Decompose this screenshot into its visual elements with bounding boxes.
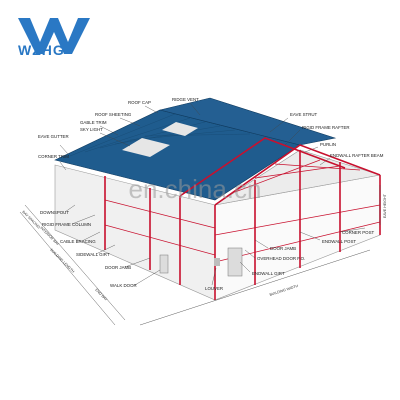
roof-back	[159, 97, 337, 146]
watermark-text: en.china.cn	[129, 174, 262, 204]
label-rigid-frame-rafter: RIGID FRAME RAFTER	[302, 125, 350, 130]
louver	[214, 258, 220, 266]
label-endwall-rafter-beam: ENDWALL RAFTER BEAM	[330, 153, 384, 158]
dim-eave-height: EAVE HEIGHT	[383, 193, 387, 218]
brand-logo-mark-icon	[18, 18, 90, 54]
label-sidewall-girt: SIDEWALL GIRT	[76, 252, 110, 257]
skylight	[162, 122, 198, 136]
label-downspout: DOWNSPOUT	[40, 210, 69, 215]
label-eave-strut: EAVE STRUT	[290, 112, 318, 117]
label-overhead-door: OVERHEAD DOOR F.O.	[257, 256, 305, 261]
overhead-door	[227, 247, 243, 277]
brand-logo-text: WZHG	[18, 42, 65, 58]
building-structure	[54, 97, 381, 301]
dim-end-bay: END BAY	[94, 288, 108, 302]
label-sky-light: SKY LIGHT	[80, 127, 103, 132]
label-endwall-girt: ENDWALL GIRT	[252, 271, 285, 276]
label-ridge-vent: RIDGE VENT	[172, 97, 199, 102]
dim-building-length: BUILDING LENGTH	[49, 248, 75, 274]
label-door-jamb: DOOR JAMB	[105, 265, 131, 270]
dim-building-width: BUILDING WIDTH	[269, 284, 299, 297]
label-corner-trim: CORNER TRIM	[38, 154, 69, 159]
label-roof-cap: ROOF CAP	[128, 100, 151, 105]
label-rigid-frame-column: RIGID FRAME COLUMN	[42, 222, 91, 227]
label-gable-trim: GABLE TRIM	[80, 120, 107, 125]
label-door-jamb-2: DOOR JAMB	[270, 246, 296, 251]
label-corner-post: CORNER POST	[342, 230, 375, 235]
walk-door	[159, 254, 169, 274]
label-purlin: PURLIN	[320, 142, 336, 147]
label-endwall-post: ENDWALL POST	[322, 239, 356, 244]
label-walk-door: WALK DOOR	[110, 283, 137, 288]
label-cable-bracing: CABLE BRACING	[60, 239, 96, 244]
label-roof-sheeting: ROOF SHEETING	[95, 112, 132, 117]
label-louver: LOUVER	[205, 286, 223, 291]
skylight	[122, 138, 170, 157]
label-eave-gutter: EAVE GUTTER	[38, 134, 69, 139]
